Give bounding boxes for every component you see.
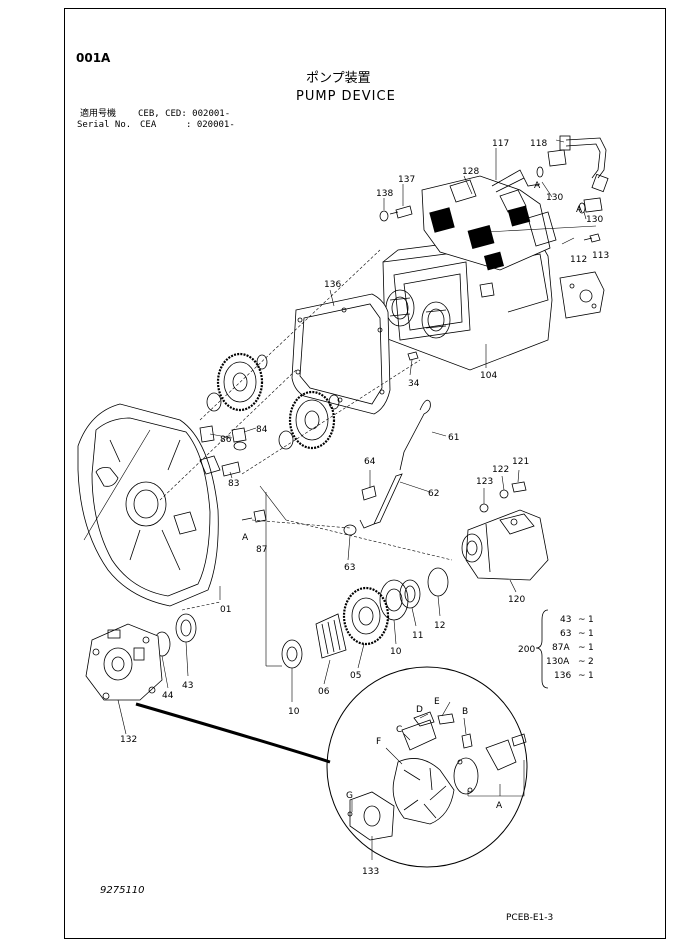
callout: 137 — [398, 175, 415, 185]
callout: 133 — [362, 867, 379, 877]
callout: 10 — [390, 647, 402, 657]
tube-118 — [565, 137, 607, 179]
kit-item-qty: 1 — [588, 671, 594, 681]
kit-item-qty: 1 — [588, 643, 594, 653]
coupling-detail — [347, 711, 527, 841]
callout: A — [534, 181, 541, 191]
callout: 121 — [512, 457, 529, 467]
callout: 83 — [228, 479, 239, 489]
detail-circle — [326, 666, 528, 868]
svg-text:~: ~ — [578, 615, 586, 625]
callout: 12 — [434, 621, 445, 631]
page-frame — [64, 8, 666, 939]
drawing-number: 9275110 — [100, 885, 145, 896]
kit-item-qty: 1 — [588, 629, 594, 639]
applicable-models: CEB, CED: 002001- — [138, 109, 231, 119]
kit-item-part: 63 — [560, 629, 571, 639]
callout: 104 — [480, 371, 497, 381]
kit-item-part: 43 — [560, 615, 571, 625]
callout: 62 — [428, 489, 439, 499]
svg-text:~: ~ — [578, 671, 586, 681]
callout: B — [462, 707, 468, 717]
callout: 122 — [492, 465, 509, 475]
serial-range: : 020001- — [186, 120, 235, 130]
callout: 34 — [408, 379, 420, 389]
callout: 86 — [220, 435, 232, 445]
callout: G — [346, 791, 353, 801]
leader-lines — [83, 139, 597, 860]
callout: 84 — [256, 425, 268, 435]
kit-parent: 200 — [518, 645, 535, 655]
coupling-132 — [85, 623, 163, 701]
kit-item-part: 130A — [546, 657, 570, 667]
svg-text:~: ~ — [578, 657, 586, 667]
page-reference: PCEB-E1-3 — [506, 913, 554, 923]
pump-housing-01 — [77, 403, 221, 607]
gear-upper — [206, 352, 268, 412]
tube-62 — [373, 473, 403, 525]
callout: 64 — [364, 457, 376, 467]
callout: 01 — [220, 605, 231, 615]
callout: 130 — [546, 193, 563, 203]
callout: 120 — [508, 595, 525, 605]
kit-item-qty: 2 — [588, 657, 594, 667]
callout: F — [376, 737, 381, 747]
callout: A — [496, 801, 503, 811]
kit-item-part: 136 — [554, 671, 571, 681]
title-jp: ポンプ装置 — [306, 71, 371, 86]
gasket-136 — [291, 293, 391, 415]
callout: 10 — [288, 707, 300, 717]
callout: 43 — [182, 681, 193, 691]
callout: 44 — [162, 691, 174, 701]
callout: 06 — [318, 687, 330, 697]
callout: 138 — [376, 189, 393, 199]
kit-item-part: 87A — [552, 643, 570, 653]
serial-label: Serial No. — [77, 120, 132, 130]
kit-item-qty: 1 — [588, 615, 594, 625]
callout: 130 — [586, 215, 603, 225]
callout: 123 — [476, 477, 493, 487]
page-code: 001A — [76, 51, 111, 65]
callout: 11 — [412, 631, 423, 641]
callout: 63 — [344, 563, 355, 573]
callout: 05 — [350, 671, 361, 681]
callout: 113 — [592, 251, 609, 261]
gear-pump-120 — [461, 509, 549, 581]
callout: 112 — [570, 255, 587, 265]
title-en: PUMP DEVICE — [296, 89, 396, 104]
gear-lower — [278, 390, 340, 450]
svg-text:~: ~ — [578, 629, 586, 639]
callout: A — [242, 533, 249, 543]
kit-brace — [535, 609, 549, 689]
callout: 132 — [120, 735, 137, 745]
callout: A — [576, 205, 583, 215]
callout: 136 — [324, 280, 341, 290]
serial-models: CEA — [140, 120, 157, 130]
applicable-label: 適用号機 — [80, 109, 117, 119]
callout: 61 — [448, 433, 459, 443]
callout-labels: 117 118 128 130 130 A A 138 137 113 112 … — [120, 139, 609, 877]
callout: C — [396, 725, 402, 735]
kit-list: 200 43 ~ 1 63 ~ 1 87A ~ 1 130A ~ 2 136 ~… — [518, 615, 594, 681]
callout: D — [416, 705, 423, 715]
callout: 87 — [256, 545, 267, 555]
callout: 117 — [492, 139, 509, 149]
regulator-assembly — [421, 169, 557, 271]
callout: E — [434, 697, 440, 707]
callout: 128 — [462, 167, 479, 177]
svg-text:~: ~ — [578, 643, 586, 653]
dipstick-61 — [399, 399, 431, 471]
callout: 118 — [530, 139, 547, 149]
